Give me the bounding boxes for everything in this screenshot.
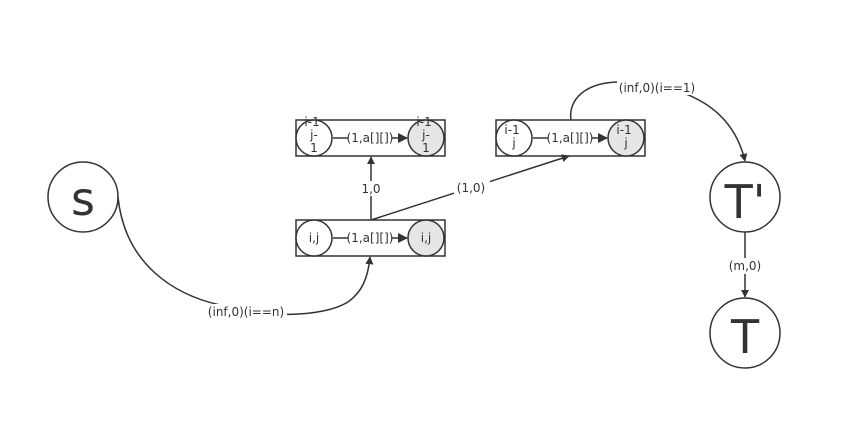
cell-middle-left-label: i,j [309,231,319,245]
cell-top-left-right-label: i-1 j-1 [416,115,435,155]
cell-middle-right-label: i,j [421,231,431,245]
cell-top-left: (1,a[][]) i-1 j-1 i-1 j-1 [295,115,446,157]
cell-middle-edge-label: (1,a[][]) [347,231,394,245]
edge-middle-to-top-right-label: (1,0) [457,181,485,195]
cell-top-right-left-label-text: i-1 [504,123,519,137]
node-label-line: j [511,136,515,150]
edge-top-right-to-t-prime: (inf,0)(i==1) [569,79,748,162]
sink-node-t-label: T [730,310,760,364]
node-label-line: j [623,136,627,150]
cell-top-right-right-label: i-1 j [616,123,635,150]
node-label-line: 1 [310,141,318,155]
cell-top-left-edge-label: (1,a[][]) [347,131,394,145]
cell-middle: (1,a[][]) i,j i,j [295,219,446,257]
cell-top-right-left-label: i-1 j [504,123,523,150]
node-label-line: j- [421,128,430,142]
source-node-s: s [47,161,119,233]
source-node-label: s [71,172,95,226]
node-t-prime: T' [709,161,781,233]
cell-top-left-right-label-text: i-1 [416,115,431,129]
edge-s-to-middle: (inf,0)(i==n) [117,196,374,320]
cell-top-left-left-label: i-1 j-1 [304,115,323,155]
node-label-line: j- [309,128,318,142]
cell-top-left-left-label-text: i-1 [304,115,319,129]
edge-t-prime-to-t: (m,0) [726,232,764,298]
edge-middle-to-top-left-label: 1,0 [361,182,380,196]
edge-t-prime-to-t-label: (m,0) [729,259,762,273]
cell-top-right-right-label-text: i-1 [616,123,631,137]
node-label-line: 1 [422,141,430,155]
edge-middle-to-top-left: 1,0 [356,156,386,220]
sink-node-t: T [709,297,781,369]
edge-top-right-to-t-prime-label: (inf,0)(i==1) [619,81,695,95]
edge-s-to-middle-label: (inf,0)(i==n) [208,305,284,319]
edge-middle-to-top-right: (1,0) [370,154,570,221]
cell-top-right: (1,a[][]) i-1 j i-1 j [495,119,646,157]
node-t-prime-label: T' [724,175,766,229]
cell-top-right-edge-label: (1,a[][]) [547,131,594,145]
